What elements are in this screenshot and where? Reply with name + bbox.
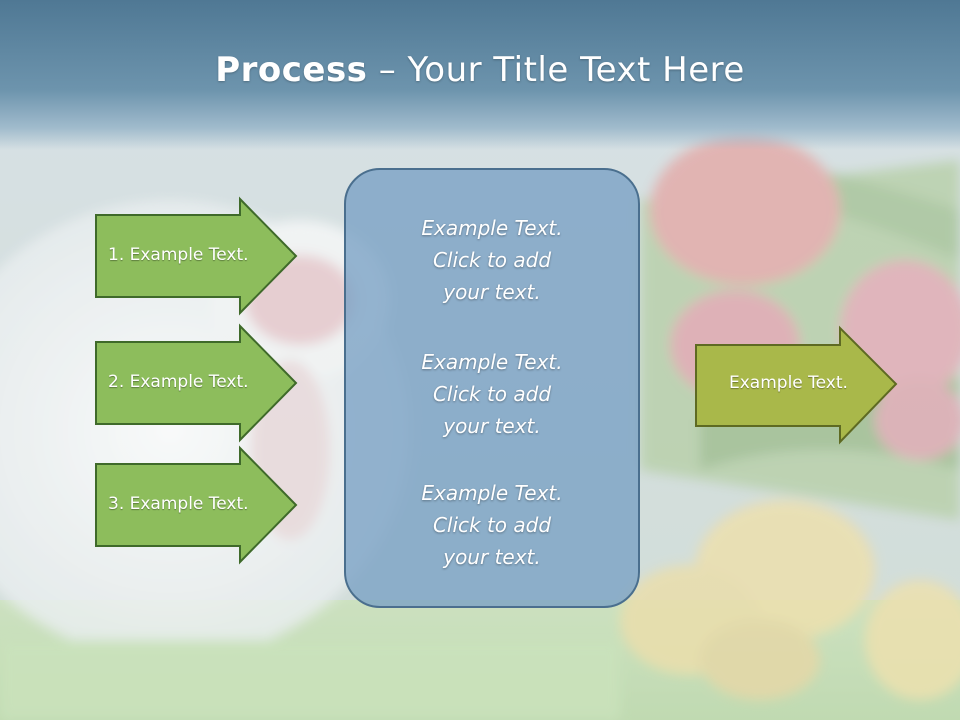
- block-1-line-2: Click to add: [432, 248, 552, 272]
- output-arrow[interactable]: [695, 325, 898, 445]
- input-arrow-1[interactable]: [95, 196, 298, 316]
- block-1-line-3: your text.: [443, 280, 541, 304]
- title-band: [0, 0, 960, 150]
- input-arrow-1-label: 1. Example Text.: [108, 245, 249, 265]
- input-arrow-3-label: 3. Example Text.: [108, 494, 249, 514]
- slide-title: Process – Your Title Text Here: [0, 50, 960, 90]
- block-2-line-3: your text.: [443, 414, 541, 438]
- center-text-block-3[interactable]: Example Text. Click to add your text.: [344, 477, 640, 573]
- title-bold: Process: [215, 50, 368, 90]
- output-arrow-label: Example Text.: [729, 373, 848, 393]
- block-2-line-1: Example Text.: [421, 350, 563, 374]
- block-2-line-2: Click to add: [432, 382, 552, 406]
- center-process-box[interactable]: [344, 168, 640, 608]
- title-rest: – Your Title Text Here: [367, 50, 745, 90]
- input-arrow-3[interactable]: [95, 445, 298, 565]
- block-3-line-3: your text.: [443, 545, 541, 569]
- input-arrow-2[interactable]: [95, 323, 298, 443]
- block-3-line-2: Click to add: [432, 513, 552, 537]
- center-text-block-1[interactable]: Example Text. Click to add your text.: [344, 212, 640, 308]
- block-1-line-1: Example Text.: [421, 216, 563, 240]
- block-3-line-1: Example Text.: [421, 481, 563, 505]
- center-text-block-2[interactable]: Example Text. Click to add your text.: [344, 346, 640, 442]
- input-arrow-2-label: 2. Example Text.: [108, 372, 249, 392]
